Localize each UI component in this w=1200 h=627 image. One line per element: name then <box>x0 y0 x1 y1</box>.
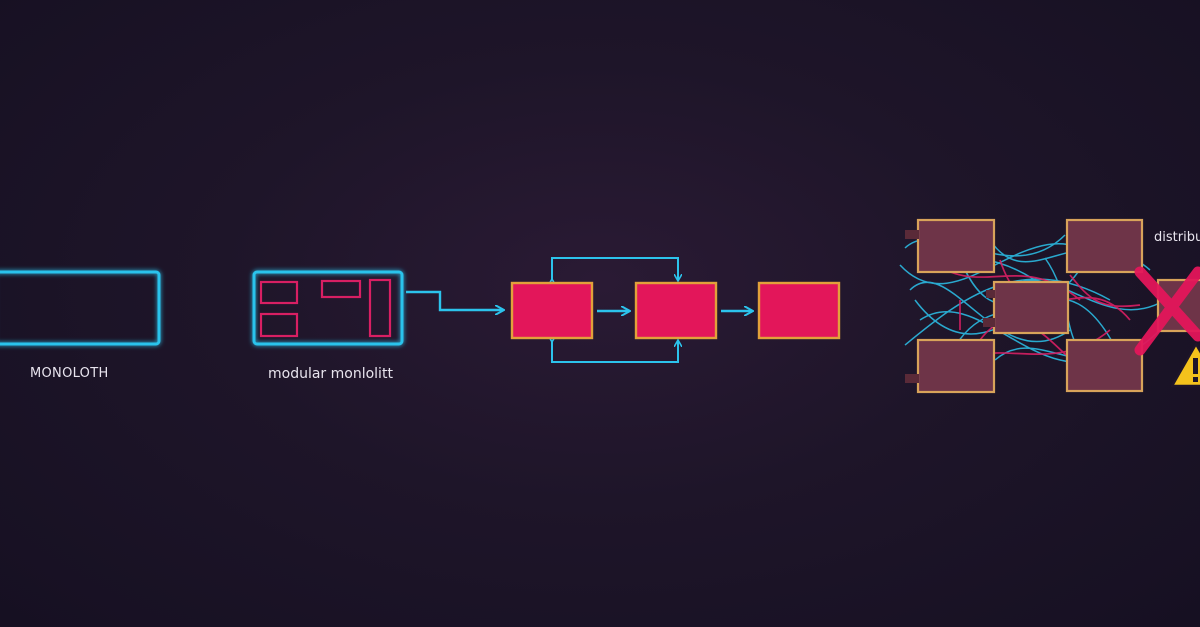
module-box <box>368 278 392 338</box>
tangled-service-box <box>916 338 996 394</box>
module-box <box>259 280 299 305</box>
feedback-arrow-bottom <box>552 341 678 363</box>
modular-monolith-box <box>252 270 404 346</box>
tangled-service-box <box>1065 218 1144 274</box>
service-box <box>510 281 594 340</box>
monolith-label: MONOLOTH <box>30 366 109 381</box>
x-mark-icon <box>1134 266 1200 356</box>
distributed-label: distribu <box>1154 230 1200 245</box>
module-box <box>259 312 299 338</box>
modular-monolith <box>252 270 404 346</box>
tangled-service-box <box>916 218 996 274</box>
feedback-arrow-top <box>552 257 678 280</box>
port-stub <box>905 230 919 239</box>
tangled-service-box <box>992 280 1070 335</box>
warning-triangle-icon <box>1170 342 1200 388</box>
transition-arrow <box>406 290 503 310</box>
port-stub <box>905 374 919 383</box>
monolith-box <box>0 270 161 346</box>
port-stub <box>983 318 995 327</box>
services-pipeline <box>510 257 841 363</box>
module-box <box>320 279 362 299</box>
distributed-tangle <box>899 218 1200 394</box>
port-stub <box>986 290 995 298</box>
service-box <box>757 281 841 340</box>
tangled-service-box <box>1065 338 1144 393</box>
modular-monolith-label: modular monlolitt <box>268 366 393 382</box>
service-box <box>634 281 718 340</box>
